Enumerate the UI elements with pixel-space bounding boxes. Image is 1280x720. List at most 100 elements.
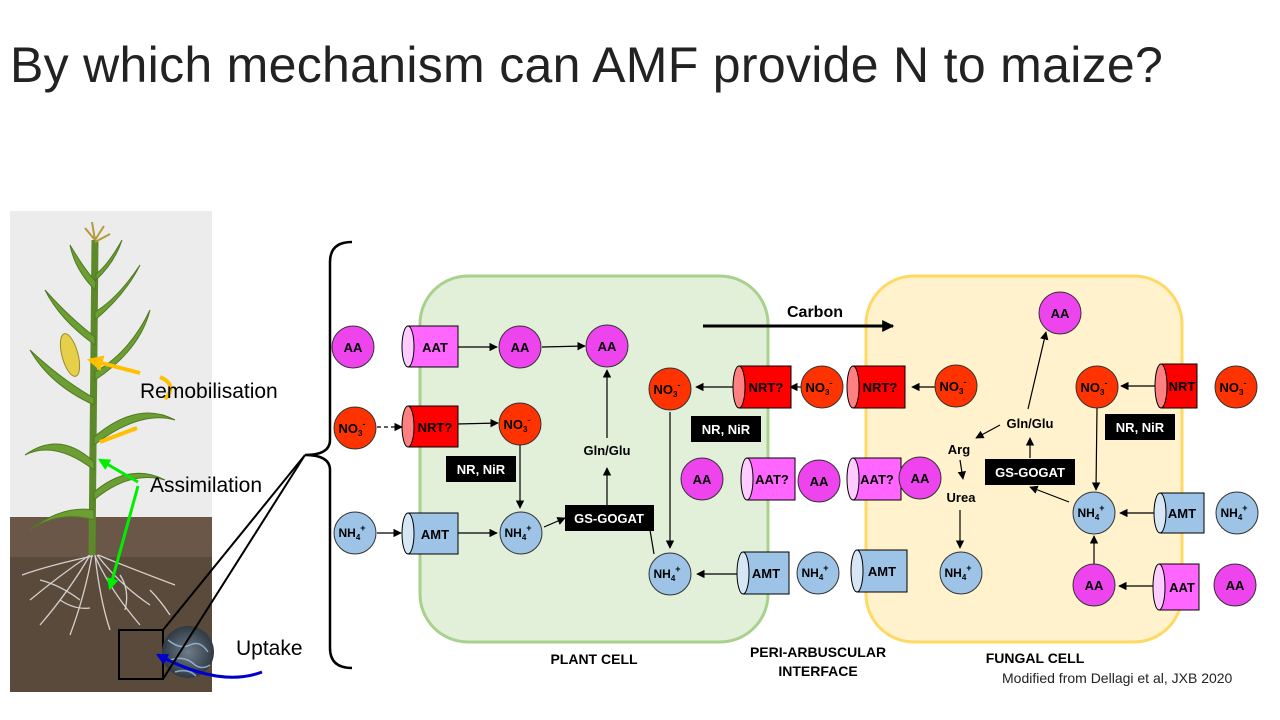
root-zoom-circle xyxy=(162,626,214,678)
svg-text:NO3-: NO3- xyxy=(1220,378,1247,397)
corn-cob xyxy=(59,333,81,377)
topsoil xyxy=(10,517,212,557)
slide-title: By which mechanism can AMF provide N to … xyxy=(10,37,1164,93)
transporter-amt-plant: AMT xyxy=(401,512,459,555)
label-plant-cell: PLANT CELL xyxy=(550,651,638,667)
label-urea: Urea xyxy=(947,490,977,505)
svg-text:NH4+: NH4+ xyxy=(504,523,531,542)
remobilisation-arrows xyxy=(86,355,173,444)
uptake-arrow xyxy=(155,653,263,679)
molecule-nh4: NH4+ xyxy=(1072,491,1116,535)
label-remobilisation: Remobilisation xyxy=(140,380,278,403)
molecule-nh4: NH4+ xyxy=(499,511,543,555)
svg-text:AMT: AMT xyxy=(868,564,896,579)
svg-text:NO3-: NO3- xyxy=(1081,378,1108,397)
svg-text:NR, NiR: NR, NiR xyxy=(702,422,751,437)
curly-brace xyxy=(304,240,353,670)
roots xyxy=(21,554,176,636)
molecule-aa: AA xyxy=(898,456,942,500)
molecule-aa: AA xyxy=(1038,291,1082,335)
molecule-aa: AA xyxy=(1072,563,1116,607)
molecule-nh4: NH4+ xyxy=(648,552,692,596)
transporter-nrt-plant: NRT? xyxy=(401,405,459,448)
svg-text:NO3-: NO3- xyxy=(339,419,366,438)
label-interface-line2: INTERFACE xyxy=(778,663,857,679)
enzyme-nr-nir-plant-membrane: NR, NiR xyxy=(691,416,761,442)
transporter-aat-fungal: AAT xyxy=(1152,563,1200,611)
molecule-nh4: NH4+ xyxy=(939,551,983,595)
zoom-line-bottom xyxy=(162,454,306,680)
svg-text:AA: AA xyxy=(1226,578,1245,593)
molecule-aa: AA xyxy=(680,457,724,501)
svg-text:AMT: AMT xyxy=(421,527,449,542)
svg-text:AA: AA xyxy=(911,471,930,486)
molecule-aa: AA xyxy=(498,325,542,369)
transporter-nrt-fungal: NRT xyxy=(1154,363,1198,409)
svg-text:AMT: AMT xyxy=(752,566,780,581)
molecule-no3: NO3- xyxy=(1214,365,1258,409)
svg-text:NRT?: NRT? xyxy=(749,380,784,395)
molecule-nh4: NH4+ xyxy=(1215,491,1259,535)
svg-text:NH4+: NH4+ xyxy=(1077,503,1104,522)
transporter-nrt-fungal-membrane: NRT? xyxy=(846,365,906,409)
molecule-no3: NO3- xyxy=(498,402,542,446)
molecule-no3: NO3- xyxy=(934,364,978,408)
svg-text:NO3-: NO3- xyxy=(806,378,833,397)
label-gln-glu-plant: Gln/Glu xyxy=(584,443,631,458)
svg-text:AA: AA xyxy=(1085,578,1104,593)
enzyme-nr-nir-fungal: NR, NiR xyxy=(1105,414,1175,440)
svg-text:NH4+: NH4+ xyxy=(653,564,680,583)
svg-text:NH4+: NH4+ xyxy=(338,523,365,542)
assimilation-arrows xyxy=(97,458,140,591)
enzyme-nr-nir-plant: NR, NiR xyxy=(446,456,516,482)
transporter-aat-plant-membrane: AAT? xyxy=(740,457,796,501)
enzyme-gs-gogat-plant: GS-GOGAT xyxy=(565,505,654,531)
svg-text:GS-GOGAT: GS-GOGAT xyxy=(995,465,1065,480)
molecule-aa: AA xyxy=(331,325,375,369)
transporter-nrt-plant-membrane: NRT? xyxy=(732,365,792,409)
svg-text:GS-GOGAT: GS-GOGAT xyxy=(574,511,644,526)
label-uptake: Uptake xyxy=(236,637,303,660)
svg-text:NH4+: NH4+ xyxy=(801,563,828,582)
svg-text:AA: AA xyxy=(344,340,363,355)
svg-text:AA: AA xyxy=(511,340,530,355)
svg-text:AA: AA xyxy=(598,339,617,354)
svg-text:NO3-: NO3- xyxy=(504,415,531,434)
svg-text:NH4+: NH4+ xyxy=(944,563,971,582)
molecule-aa: AA xyxy=(797,459,841,503)
molecule-no3: NO3- xyxy=(648,367,692,411)
svg-text:AA: AA xyxy=(1051,306,1070,321)
tassel xyxy=(84,221,111,243)
svg-text:AMT: AMT xyxy=(1168,506,1196,521)
label-gln-glu-fungal: Gln/Glu xyxy=(1007,416,1054,431)
molecule-no3: NO3- xyxy=(333,406,377,450)
transporter-amt-fungal-membrane: AMT xyxy=(850,549,908,593)
transporter-aat-plant: AAT xyxy=(401,325,459,368)
label-carbon: Carbon xyxy=(787,304,843,321)
label-interface-line1: PERI-ARBUSCULAR xyxy=(750,644,886,660)
label-arg: Arg xyxy=(948,442,970,457)
transporter-amt-plant-membrane: AMT xyxy=(736,551,790,595)
transporter-amt-fungal: AMT xyxy=(1153,492,1205,534)
svg-text:NR, NiR: NR, NiR xyxy=(457,462,506,477)
source-credit: Modified from Dellagi et al, JXB 2020 xyxy=(1002,670,1233,686)
svg-text:AAT: AAT xyxy=(422,340,448,355)
svg-text:NRT?: NRT? xyxy=(863,380,898,395)
svg-text:NRT: NRT xyxy=(1169,379,1196,394)
zoom-line-top xyxy=(162,454,306,631)
svg-text:NO3-: NO3- xyxy=(940,377,967,396)
label-fungal-cell: FUNGAL CELL xyxy=(986,650,1085,666)
maize-plant-illustration: Remobilisation Assimilation Uptake xyxy=(10,211,306,692)
flow-arrows xyxy=(377,331,1156,591)
svg-text:NO3-: NO3- xyxy=(654,380,681,399)
svg-text:AA: AA xyxy=(693,472,712,487)
leaves xyxy=(24,239,176,531)
molecule-aa: AA xyxy=(1213,563,1257,607)
transporter-aat-fungal-membrane: AAT? xyxy=(846,457,902,501)
svg-text:NRT?: NRT? xyxy=(418,420,453,435)
svg-text:AA: AA xyxy=(810,474,829,489)
label-assimilation: Assimilation xyxy=(150,474,262,497)
svg-text:AAT?: AAT? xyxy=(755,472,789,487)
molecule-aa: AA xyxy=(585,324,629,368)
